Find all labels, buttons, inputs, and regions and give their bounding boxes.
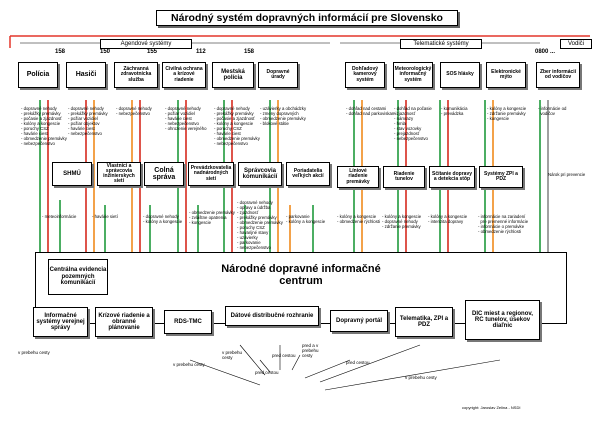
box-spravcovia: Správcovia komunikácií — [238, 162, 282, 186]
box-portal: Dopravný portál — [330, 310, 388, 332]
box-hasici: Hasiči — [66, 62, 106, 88]
box-scitanie: Sčítanie dopravy a detekcia stôp — [429, 166, 475, 188]
box-dopravne: Dopravné úrady — [258, 62, 298, 88]
label-prebehu-3: v prebehu cesty — [405, 375, 437, 380]
national-center-title: Národné dopravné informačné centrum — [221, 263, 381, 287]
bullets-poriadatelia: - parkovanie - kolóny a kongescie — [286, 214, 326, 224]
bullets-zpi: - informácie na zariadení pre premenné i… — [478, 214, 529, 234]
group-vodici: Vodiči — [560, 39, 592, 49]
box-sos: SOS hlásky — [440, 62, 480, 88]
number-label: 0800 ... — [535, 49, 556, 55]
box-zachranna: Záchranná zdravotnícka služba — [114, 62, 158, 88]
box-krizove: Krízové riadenie a obranné plánovanie — [95, 307, 153, 337]
bullets-zachranna: - dopravné nehody - nebezpečenstvo — [116, 106, 152, 116]
box-zpi: Systémy ZPI a PDZ — [479, 166, 523, 188]
bullets-meteo: - dohľad na počasie - zjazdnosť - námraz… — [394, 106, 432, 141]
label-prebehu-2: v prebehu cesty — [222, 350, 243, 360]
bullets-sos: - komunikácia - prevádzka — [441, 106, 468, 116]
number-label: 150 — [100, 49, 111, 55]
bullets-colna: - dopravné nehody - kolóny a kongescie — [143, 214, 183, 224]
bullets-zber: - informácie od vodičov — [538, 106, 567, 116]
bullets-policia: - dopravné nehody - prekážky premávky - … — [21, 106, 67, 146]
box-rds: RDS-TMC — [164, 310, 212, 334]
box-colna: Colná správa — [144, 162, 184, 186]
label-pred-2: pred cestou — [346, 360, 370, 365]
box-ivs: Informačné systémy verejnej správy — [33, 307, 88, 337]
number-label: 158 — [55, 49, 66, 55]
label-pred-3: pred cestou — [255, 370, 279, 375]
box-meteo: Meteorologický informačný systém — [393, 62, 433, 88]
bullets-vodici-note: Nárok pri prevencie — [548, 172, 586, 177]
number-label: 158 — [244, 49, 255, 55]
bullets-dohladovy: - dohľad nad cestami - dohľad nad parkov… — [346, 106, 397, 116]
bullets-hasici: - dopravné nehody - prekážky premávky - … — [68, 106, 108, 136]
copyright-text: copyright: Jaroslav Zelina - NSDI — [462, 405, 521, 410]
bullets-liniove: - kolóny a kongescie - obmedzenie rýchlo… — [337, 214, 380, 224]
box-prevadzkovatelia: Prevádzkovatelia nadnárodných sietí — [188, 162, 234, 186]
bullets-vlastnici: - havárie sietí — [92, 214, 118, 219]
label-prebehu-1: v prebehu cesty — [173, 362, 205, 367]
box-mestska: Mestská polícia — [212, 62, 254, 88]
bullets-prevadzkovatelia: - obmedzenie premávky - zvláštne opatren… — [189, 210, 235, 225]
box-poriadatelia: Poriadatelia veľkých akcií — [286, 162, 330, 186]
box-mytne: Elektronické mýto — [486, 62, 526, 88]
bullets-riadenie-tunel: - kolóny a kongescie - dopravné nehody -… — [382, 214, 422, 229]
group-telematicke: Telematické systémy — [400, 39, 482, 49]
number-label: 155 — [147, 49, 158, 55]
label-pred-v: pred a v prebehu cesty — [302, 343, 319, 358]
bullets-civilna: - dopravné nehody - požiar vozidiel - ha… — [165, 106, 207, 131]
box-datove: Dátové distribučné rozhranie — [225, 306, 319, 326]
box-riadenie-tunel: Riadenie tunelov — [383, 166, 425, 188]
bullets-mestska: - dopravné nehody - prekážky premávky - … — [214, 106, 260, 146]
bullets-mytne: - kolóny a kongescie - zdržanie premávky… — [487, 106, 527, 121]
bullets-scitanie: - kolóny a kongescie - intenzita dopravy — [428, 214, 468, 224]
box-telematika: Telematika, ZPI a PDZ — [395, 307, 453, 337]
bullets-shmu: - meteoinformácie — [42, 214, 77, 219]
box-shmu: SHMÚ — [52, 162, 92, 186]
box-civilna: Civilná ochrana a krízové riadenie — [162, 62, 206, 88]
box-policia: Polícia — [18, 62, 58, 88]
central-registry-box: Centrálna evidencia pozemných komunikáci… — [48, 259, 108, 295]
bullets-spravcovia: - dopravné nehody - opravy a údržba - zj… — [237, 200, 283, 250]
box-dic: DIC miest a regionov, RC tunelov, úsekov… — [465, 300, 540, 340]
label-pred-1: pred cestou — [272, 353, 296, 358]
number-label: 112 — [196, 49, 206, 55]
diagram-title: Národný systém dopravných informácií pre… — [156, 10, 458, 26]
box-dohladovy: Dohľadový kamerový systém — [345, 62, 385, 88]
box-vlastnici: Vlastníci a správcovia inžinierskych sie… — [97, 162, 141, 186]
label-prebehu-4: v prebehu cesty — [18, 350, 50, 355]
box-liniove: Líniové riadenie premávky — [337, 166, 379, 188]
box-zber: Zber informácií od vodičov — [536, 62, 580, 88]
bullets-dopravne: - uzávierky a obchádzky - zmeny dopravný… — [260, 106, 307, 126]
group-agendove: Agendové systémy — [100, 39, 192, 49]
